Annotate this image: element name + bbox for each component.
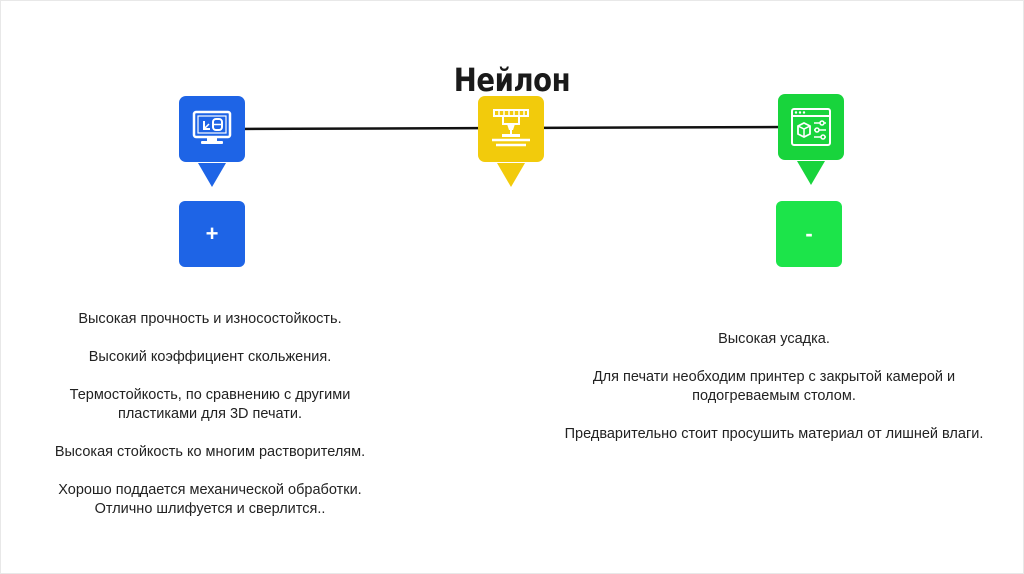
pros-list: Высокая прочность и износостойкость. Выс… [40, 310, 380, 538]
pros-item: Высокая стойкость ко многим растворителя… [54, 444, 366, 460]
cons-item: Предварительно стоит просушить материал … [564, 426, 984, 442]
monitor-3d-model-icon [190, 107, 234, 151]
page-title: Нейлон [453, 61, 571, 100]
browser-settings-cube-icon [788, 104, 834, 150]
cons-sign: - [776, 201, 842, 267]
pros-item: Высокая прочность и износостойкость. [78, 311, 342, 327]
cons-item: Для печати необходим принтер с закрытой … [592, 369, 956, 404]
pros-item: Хорошо поддается механической обработки.… [58, 482, 362, 517]
3d-printer-nozzle-icon [488, 106, 534, 152]
pros-pointer [198, 163, 226, 187]
printer-pointer [497, 163, 525, 187]
cons-list: Высокая усадка. Для печати необходим при… [564, 330, 984, 463]
pros-sign: + [179, 201, 245, 267]
cons-pointer [797, 161, 825, 185]
pros-node [179, 96, 245, 162]
cons-node [778, 94, 844, 160]
printer-node [478, 96, 544, 162]
pros-item: Высокий коэффициент скольжения. [88, 349, 332, 365]
cons-item: Высокая усадка. [718, 331, 830, 347]
pros-item: Термостойкость, по сравнению с другими п… [69, 387, 351, 422]
